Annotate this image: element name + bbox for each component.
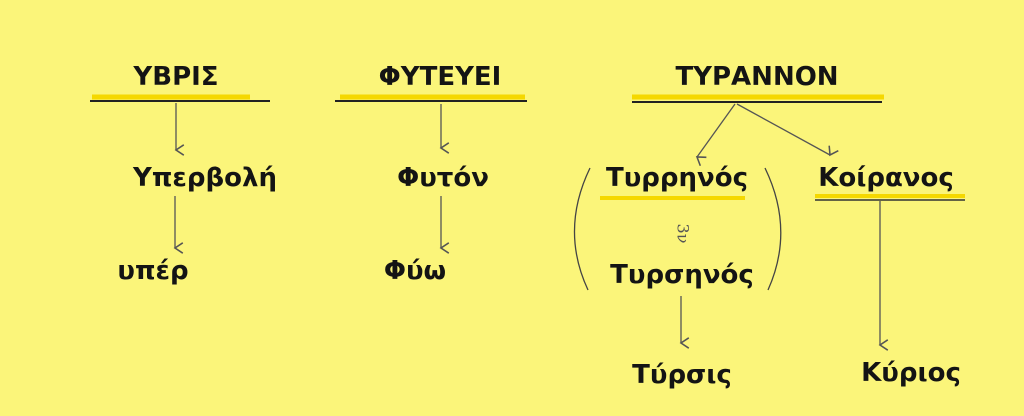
right-parenthesis (764, 167, 782, 291)
underline-hybris (90, 94, 270, 102)
head-word-tyrannon: ΤΥΡΑΝΝΟΝ (675, 62, 839, 92)
word-kyrios: Κύριος (861, 358, 961, 388)
underline-phyteuei (335, 94, 527, 102)
arrow (736, 103, 839, 157)
word-phyo: Φύω (383, 256, 447, 286)
word-koiranos: Κοίρανος (818, 163, 954, 193)
left-parenthesis (573, 167, 591, 291)
arrow (695, 103, 736, 167)
word-tyrrhenos: Τυρρηνός (605, 163, 749, 193)
word-tyrsis: Τύρσις (632, 360, 732, 390)
word-hyperbole: Υπερβολή (133, 163, 277, 193)
head-word-phyteuei: ΦΥΤΕΥΕΙ (378, 62, 502, 92)
head-word-hybris: ΥΒΡΙΣ (133, 62, 219, 92)
underline-koiranos (815, 194, 965, 201)
underline-tyrannon (632, 94, 884, 103)
word-hyper: υπέρ (117, 256, 189, 286)
word-tyrsenos: Τυρσηνός (610, 260, 754, 290)
handwritten-annotation: 3ν (673, 223, 693, 244)
word-phyton: Φυτόν (397, 163, 489, 193)
